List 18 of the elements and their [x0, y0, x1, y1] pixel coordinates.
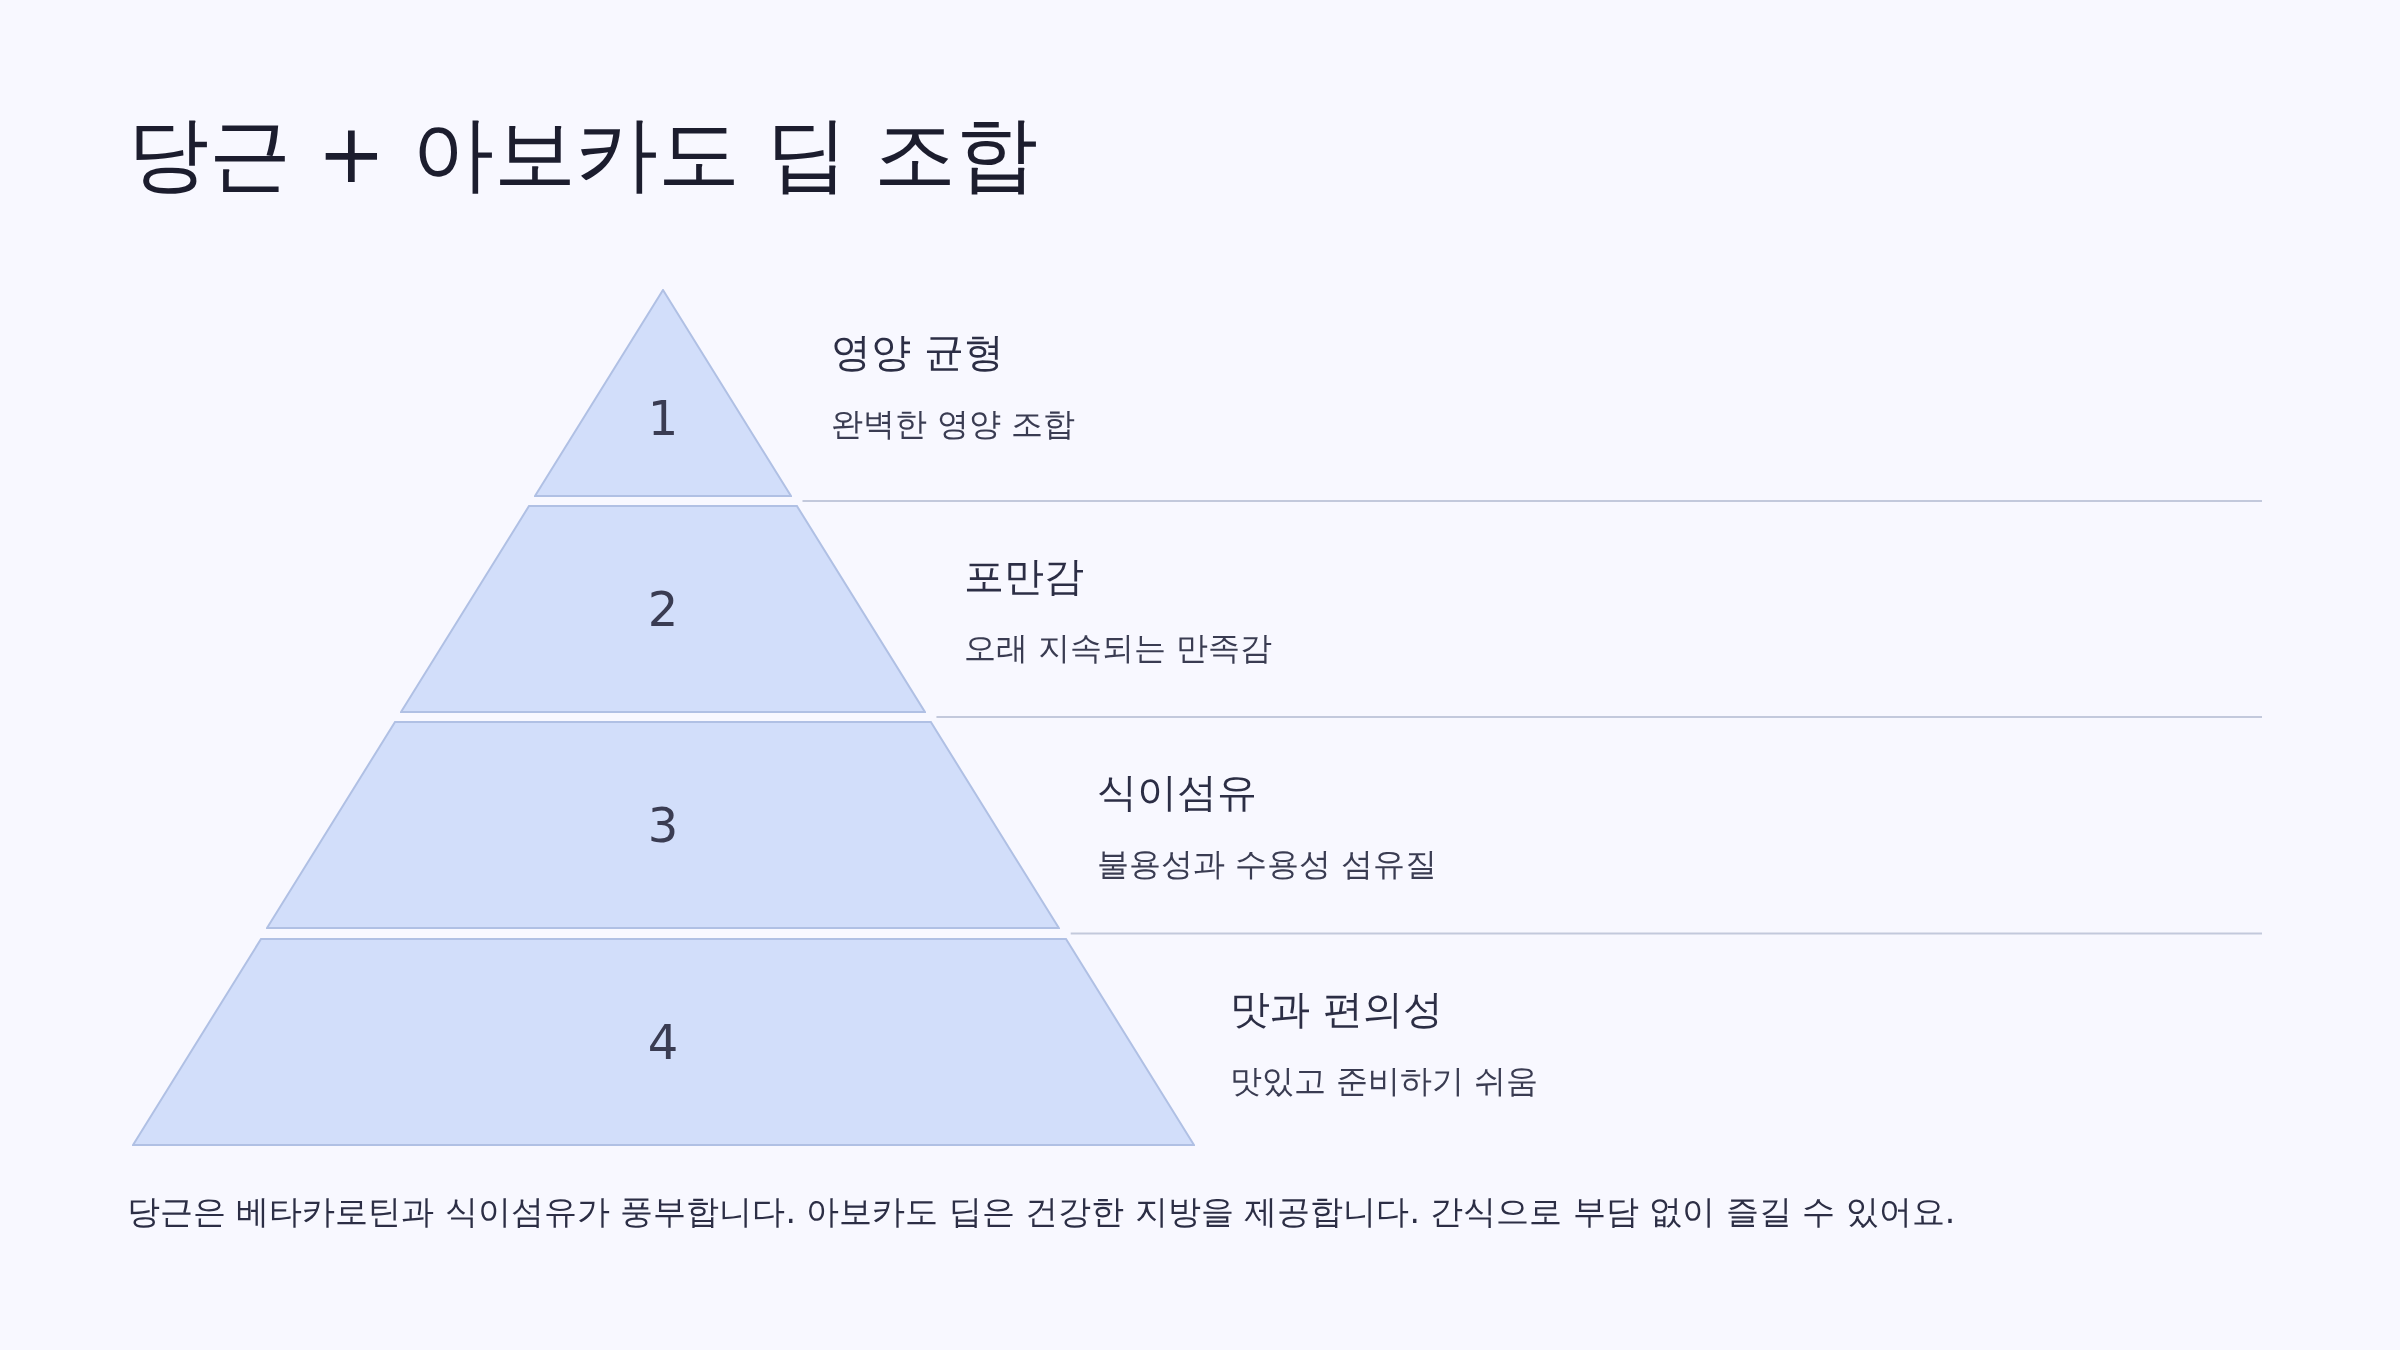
- pyramid-tier: [131, 938, 1195, 1146]
- caption: 당근은 베타카로틴과 식이섬유가 풍부합니다. 아보카도 딥은 건강한 지방을 제공합니다. 간식으로 부담 없이 즐길 수 있어요.: [127, 1191, 1956, 1233]
- pyramid-tier: [534, 289, 792, 497]
- title: 당근 + 아보카도 딥 조합: [127, 105, 1038, 203]
- tier-description: 오래 지속되는 만족감: [964, 628, 1273, 669]
- tier-description: 불용성과 수용성 섬유질: [1097, 844, 1438, 885]
- tier-description: 맛있고 준비하기 쉬움: [1230, 1061, 1539, 1102]
- tier-heading: 맛과 편의성: [1230, 985, 1443, 1034]
- tier-number: 3: [647, 797, 679, 853]
- tier-number: 1: [647, 389, 679, 446]
- tier-heading: 포만감: [964, 552, 1084, 601]
- tier-description: 완벽한 영양 조합: [831, 404, 1076, 445]
- pyramid-tier: [266, 721, 1060, 929]
- tier-number: 4: [647, 1014, 679, 1070]
- tier-heading: 식이섬유: [1097, 768, 1257, 817]
- tier-heading: 영양 균형: [831, 328, 1004, 377]
- pyramid-tier: [400, 505, 926, 713]
- tier-number: 2: [647, 581, 679, 637]
